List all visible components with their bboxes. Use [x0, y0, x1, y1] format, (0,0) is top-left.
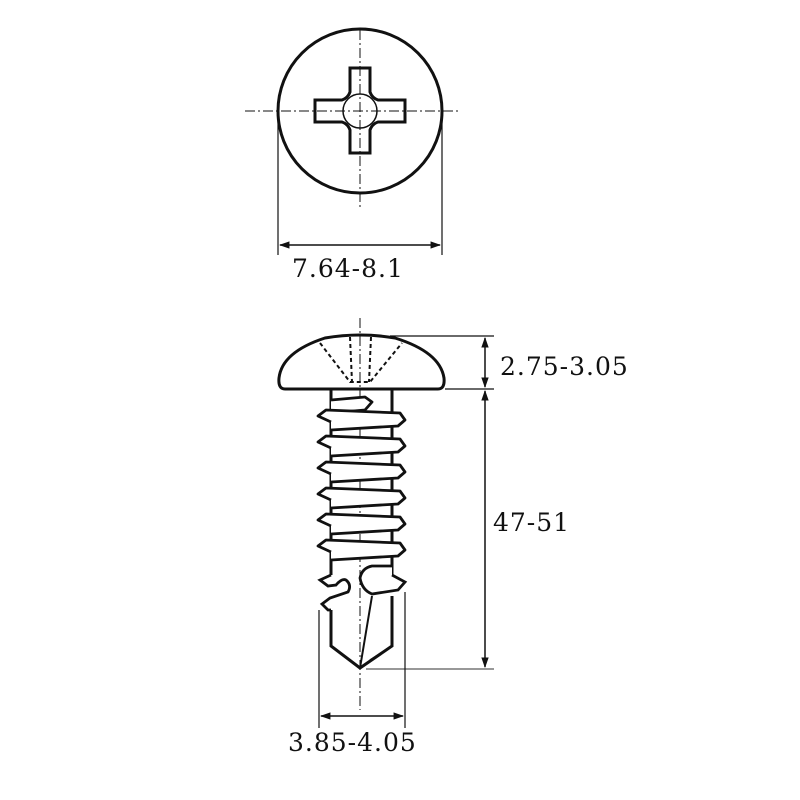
recess-center: [342, 93, 378, 129]
side-view: [277, 318, 494, 728]
drill-diameter-label: 3.85-4.05: [288, 728, 417, 757]
hidden-recess-lines: [319, 336, 403, 383]
head-diameter-label: 7.64-8.1: [292, 254, 404, 283]
length-label: 47-51: [493, 508, 571, 537]
drill-flute: [317, 573, 351, 612]
pan-head: [277, 333, 446, 391]
top-view: [245, 27, 460, 255]
threads: [316, 395, 407, 562]
head-height-label: 2.75-3.05: [500, 352, 629, 381]
phillips-recess-icon: [313, 66, 407, 155]
